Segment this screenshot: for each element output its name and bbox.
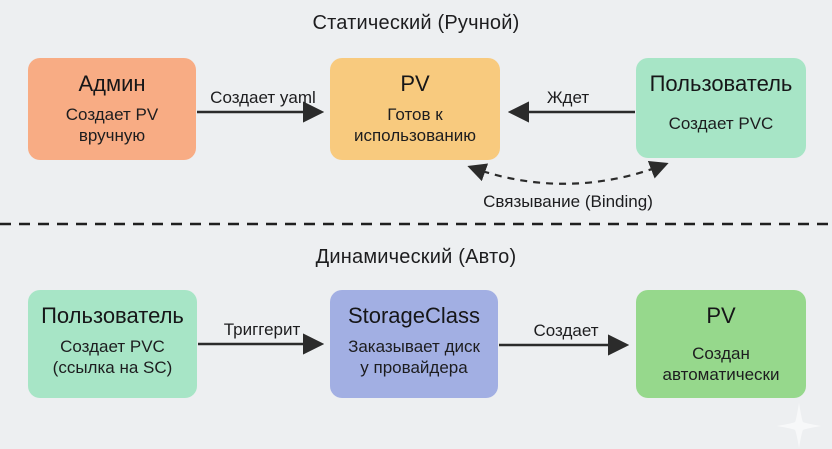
edge-binding-arrow <box>467 161 669 185</box>
subtitle-line: Создан <box>692 344 750 364</box>
subtitle-line: у провайдера <box>360 358 468 378</box>
node-pv-dynamic-title: PV <box>706 303 736 328</box>
subtitle-line: Заказывает диск <box>348 337 480 357</box>
edge-trigger-label: Триггерит <box>223 320 301 339</box>
subtitle-line: (ссылка на SC) <box>52 358 173 378</box>
node-admin-title: Админ <box>78 71 146 96</box>
dynamic-section-title: Динамический (Авто) <box>315 246 517 268</box>
node-pv-static-subtitle: Готов к использованию <box>330 104 500 146</box>
node-pv-static-title: PV <box>400 71 430 96</box>
edge-wait-label: Ждет <box>546 88 590 107</box>
node-pv-dynamic: PV Создан автоматически <box>636 290 806 398</box>
subtitle-line: Создает PVC <box>60 337 165 357</box>
node-user-static-subtitle: Создает PVC <box>636 113 806 134</box>
subtitle-line: вручную <box>78 126 146 146</box>
node-user-static-title: Пользователь <box>649 71 793 96</box>
subtitle-line: автоматически <box>662 365 780 385</box>
node-storageclass-title: StorageClass <box>347 303 481 328</box>
subtitle-line: Создает PVC <box>668 114 774 134</box>
node-user-dynamic-title: Пользователь <box>41 303 184 328</box>
node-storageclass: StorageClass Заказывает диск у провайдер… <box>330 290 498 398</box>
node-pv-static: PV Готов к использованию <box>330 58 500 160</box>
static-section-title: Статический (Ручной) <box>312 12 520 34</box>
node-user-dynamic: Пользователь Создает PVC (ссылка на SC) <box>28 290 197 398</box>
node-user-dynamic-subtitle: Создает PVC (ссылка на SC) <box>28 336 197 378</box>
edge-binding-label: Связывание (Binding) <box>483 192 653 211</box>
edge-create-yaml-label: Создает yaml <box>210 88 316 107</box>
node-pv-dynamic-subtitle: Создан автоматически <box>636 343 806 385</box>
node-admin: Админ Создает PV вручную <box>28 58 196 160</box>
node-user-static: Пользователь Создает PVC <box>636 58 806 158</box>
node-storageclass-subtitle: Заказывает диск у провайдера <box>330 336 498 378</box>
subtitle-line: Создает PV <box>65 105 159 125</box>
subtitle-line: использованию <box>353 126 477 146</box>
sparkle-icon <box>777 403 821 448</box>
node-admin-subtitle: Создает PV вручную <box>28 104 196 146</box>
subtitle-line: Готов к <box>387 105 443 125</box>
edge-create-label: Создает <box>533 321 599 340</box>
